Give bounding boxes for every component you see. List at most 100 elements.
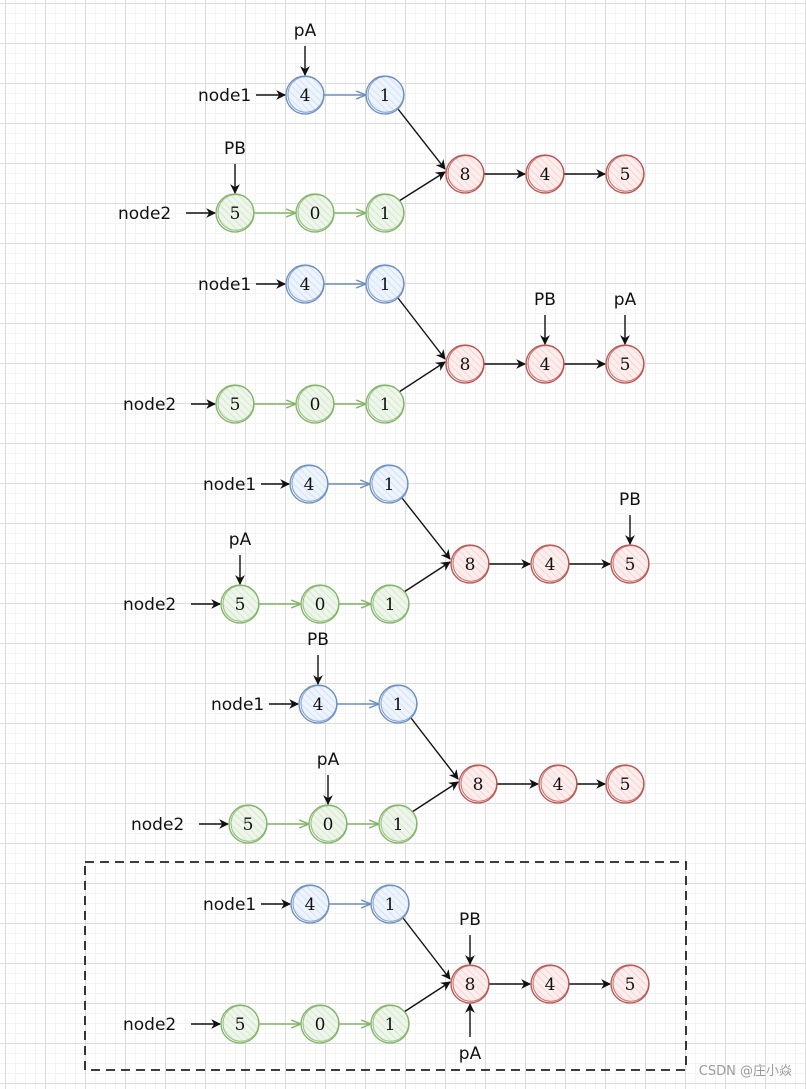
node-value: 4 <box>540 355 551 375</box>
node-value: 5 <box>625 555 636 575</box>
node-value: 5 <box>620 775 631 795</box>
pointer-pb: PB <box>307 630 329 685</box>
node-list-b: 5 <box>220 1004 260 1044</box>
node-value: 0 <box>315 595 326 615</box>
pointer-pa: pA <box>614 290 637 345</box>
node-value: 1 <box>380 275 391 295</box>
head-label-node2: node2 <box>123 395 176 415</box>
node-value: 1 <box>380 395 391 415</box>
node-value: 5 <box>235 1015 246 1035</box>
node-list-a: 1 <box>365 75 405 115</box>
head-label-node1: node1 <box>198 275 251 295</box>
node-value: 1 <box>380 204 391 224</box>
node-list-a: 4 <box>290 884 330 924</box>
head-label-node2: node2 <box>123 1015 176 1035</box>
node-shared: 5 <box>605 344 645 384</box>
node-value: 4 <box>540 165 551 185</box>
pointer-label: PB <box>307 630 329 650</box>
edge-merge-from-b <box>411 781 459 813</box>
node-value: 8 <box>473 775 484 795</box>
node-value: 5 <box>230 395 241 415</box>
watermark: CSDN @庄小焱 <box>698 1064 792 1079</box>
pointer-pb: PB <box>619 490 641 545</box>
node-list-b: 1 <box>370 1004 410 1044</box>
pointer-label: pA <box>459 1044 482 1064</box>
node-shared: 4 <box>525 154 565 194</box>
node-list-a: 4 <box>298 684 338 724</box>
edge-merge-from-b <box>403 561 451 593</box>
node-list-b: 5 <box>215 193 255 233</box>
pointer-label: PB <box>224 139 246 159</box>
head-label-node1: node1 <box>203 475 256 495</box>
node-value: 1 <box>385 595 396 615</box>
node-shared: 5 <box>605 154 645 194</box>
pointer-pa: pA <box>459 1003 482 1064</box>
node-value: 4 <box>313 695 324 715</box>
node-list-a: 4 <box>285 264 325 304</box>
node-list-a: 1 <box>365 264 405 304</box>
node-value: 5 <box>230 204 241 224</box>
node-list-a: 1 <box>378 684 418 724</box>
edge-merge-from-a <box>402 917 451 980</box>
node-list-b: 1 <box>378 804 418 844</box>
node-list-a: 4 <box>289 464 329 504</box>
pointer-pa: pA <box>317 750 340 805</box>
node-shared: 5 <box>605 764 645 804</box>
node-list-b: 0 <box>300 1004 340 1044</box>
node-value: 5 <box>620 355 631 375</box>
node-shared: 8 <box>458 764 498 804</box>
pointer-pb: PB <box>224 139 246 194</box>
node-value: 0 <box>310 204 321 224</box>
final-state-highlight-box <box>84 861 687 1071</box>
node-value: 4 <box>305 895 316 915</box>
node-list-b: 0 <box>295 384 335 424</box>
node-shared: 4 <box>530 544 570 584</box>
node-list-a: 4 <box>285 75 325 115</box>
pointer-label: pA <box>317 750 340 770</box>
node-list-b: 5 <box>228 804 268 844</box>
node-value: 1 <box>385 895 396 915</box>
head-label-node2: node2 <box>123 595 176 615</box>
node-value: 4 <box>545 975 556 995</box>
node-list-b: 5 <box>220 584 260 624</box>
node-value: 1 <box>393 695 404 715</box>
node-list-b: 1 <box>365 384 405 424</box>
node-value: 1 <box>393 815 404 835</box>
node-shared: 8 <box>450 544 490 584</box>
node-list-a: 1 <box>370 884 410 924</box>
node-shared: 4 <box>538 764 578 804</box>
pointer-pb: PB <box>459 910 481 965</box>
edge-merge-from-a <box>397 297 446 360</box>
node-value: 4 <box>545 555 556 575</box>
node-value: 0 <box>315 1015 326 1035</box>
node-list-b: 1 <box>370 584 410 624</box>
edge-merge-from-a <box>410 717 459 780</box>
node-shared: 5 <box>610 964 650 1004</box>
node-list-a: 1 <box>369 464 409 504</box>
node-value: 1 <box>385 1015 396 1035</box>
head-label-node1: node1 <box>203 895 256 915</box>
pointer-pb: PB <box>534 290 556 345</box>
pointer-label: PB <box>534 290 556 310</box>
node-shared: 5 <box>610 544 650 584</box>
head-label-node2: node2 <box>118 204 171 224</box>
node-value: 5 <box>243 815 254 835</box>
node-list-b: 0 <box>295 193 335 233</box>
node-value: 5 <box>235 595 246 615</box>
node-value: 4 <box>300 275 311 295</box>
node-value: 4 <box>304 475 315 495</box>
pointer-pa: pA <box>294 21 317 76</box>
head-label-node1: node1 <box>198 86 251 106</box>
node-value: 8 <box>465 975 476 995</box>
node-shared: 8 <box>445 154 485 194</box>
pointer-label: pA <box>614 290 637 310</box>
edge-merge-from-b <box>398 361 446 393</box>
pointer-label: PB <box>459 910 481 930</box>
edge-merge-from-a <box>401 497 451 560</box>
node-shared: 4 <box>525 344 565 384</box>
